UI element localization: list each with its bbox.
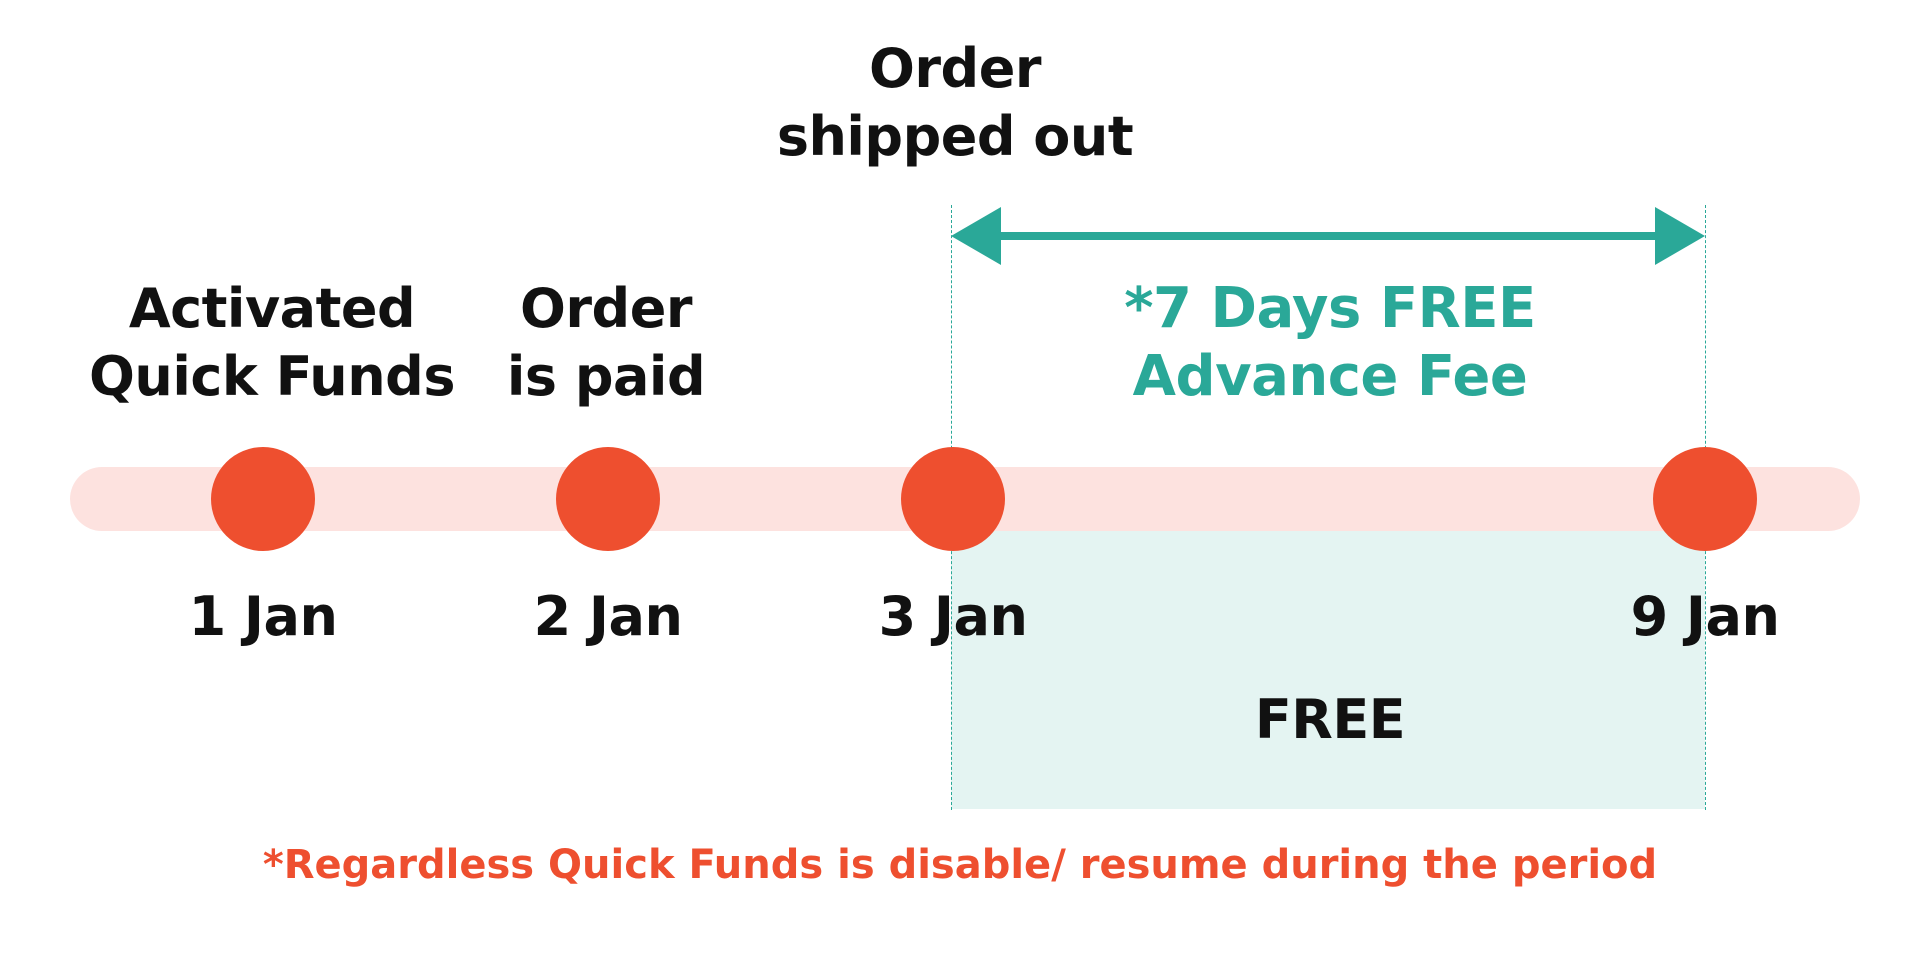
milestone-dot-3-jan	[901, 447, 1005, 551]
free-period-title-line: *7 Days FREE	[1124, 276, 1536, 341]
arrow-head-right	[1655, 207, 1705, 265]
arrow-head-left	[951, 207, 1001, 265]
date-label: 1 Jan	[188, 585, 338, 648]
event-label-order-paid: Order is paid	[456, 275, 756, 411]
free-period-double-arrow	[951, 207, 1705, 265]
free-period-zone	[951, 529, 1705, 809]
event-label-line: is paid	[506, 345, 706, 408]
free-zone-label: FREE	[1254, 688, 1406, 751]
event-label-line: Order	[869, 37, 1041, 100]
event-label-line: Order	[520, 277, 692, 340]
free-period-title-line: Advance Fee	[1132, 344, 1528, 409]
event-label-activated-quick-funds: Activated Quick Funds	[72, 275, 472, 411]
event-label-order-shipped: Order shipped out	[755, 35, 1155, 171]
footnote: *Regardless Quick Funds is disable/ resu…	[262, 842, 1658, 888]
milestone-dot-2-jan	[556, 447, 660, 551]
event-label-line: Quick Funds	[89, 345, 455, 408]
arrow-shaft	[995, 232, 1661, 240]
free-period-title: *7 Days FREE Advance Fee	[1030, 275, 1630, 411]
event-label-line: shipped out	[776, 105, 1134, 168]
date-label: 3 Jan	[878, 585, 1028, 648]
date-label: 2 Jan	[533, 585, 683, 648]
date-label: 9 Jan	[1630, 585, 1780, 648]
milestone-dot-1-jan	[211, 447, 315, 551]
event-label-line: Activated	[128, 277, 416, 340]
milestone-dot-9-jan	[1653, 447, 1757, 551]
